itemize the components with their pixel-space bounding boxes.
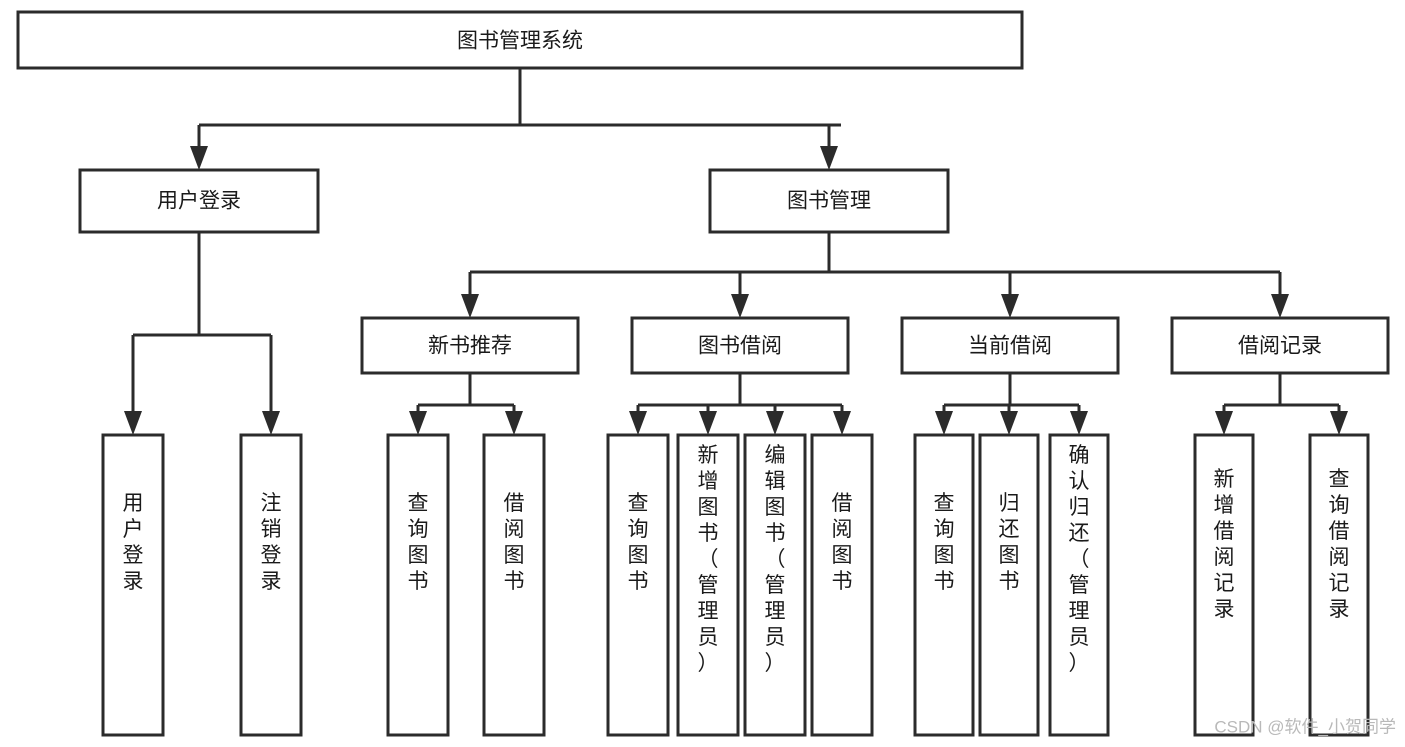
arrow-head-leaf-add-book-admin: [699, 411, 717, 435]
node-leaf-query-borrow-record-label: 查询借阅记录: [1329, 468, 1350, 621]
arrow-head-leaf-add-borrow-record: [1215, 411, 1233, 435]
leaf-nodes-layer: 用户登录 注销登录 查询图书 借阅图书 查询图书 新增图书（管理员）: [101, 433, 1370, 737]
node-current-borrow[interactable]: 当前借阅: [900, 316, 1120, 375]
node-leaf-add-borrow-record[interactable]: 新增借阅记录: [1193, 433, 1255, 737]
node-root-box: [16, 10, 1024, 70]
node-leaf-query-book-1-label: 查询图书: [408, 492, 429, 593]
csdn-watermark: CSDN @软件_小贺同学: [1214, 717, 1396, 736]
node-book-management-label: 图书管理: [787, 190, 871, 213]
node-leaf-query-borrow-record-box: [1308, 433, 1370, 737]
connectors-layer: [124, 68, 1348, 435]
node-new-book-recommend-label: 新书推荐: [428, 335, 512, 358]
node-leaf-query-book-2-box: [606, 433, 670, 737]
node-leaf-borrow-book-1-label: 借阅图书: [504, 492, 525, 593]
node-leaf-add-book-admin-label: 新增图书（管理员）: [698, 444, 719, 675]
node-leaf-confirm-return-admin-box: [1048, 433, 1110, 737]
arrow-head-book-management: [820, 146, 838, 170]
node-leaf-user-login-label: 用户登录: [123, 492, 144, 593]
arrow-head-leaf-logout: [262, 411, 280, 435]
node-leaf-query-borrow-record[interactable]: 查询借阅记录: [1308, 433, 1370, 737]
node-leaf-query-book-3-box: [913, 433, 975, 737]
node-leaf-edit-book-admin-label: 编辑图书（管理员）: [765, 444, 786, 675]
arrow-head-leaf-query-book-2: [629, 411, 647, 435]
arrow-head-leaf-query-book-3: [935, 411, 953, 435]
arrow-head-user-login: [190, 146, 208, 170]
arrow-head-leaf-query-borrow-record: [1330, 411, 1348, 435]
node-leaf-query-book-3[interactable]: 查询图书: [913, 433, 975, 737]
arrow-head-new-book-recommend: [461, 294, 479, 318]
node-leaf-confirm-return-admin[interactable]: 确认归还（管理员）: [1048, 433, 1110, 737]
arrow-head-borrow-record: [1271, 294, 1289, 318]
node-leaf-return-book-label: 归还图书: [999, 492, 1020, 593]
node-leaf-edit-book-admin-box: [743, 433, 807, 737]
node-leaf-confirm-return-admin-label: 确认归还（管理员）: [1069, 444, 1090, 675]
node-leaf-borrow-book-2-label: 借阅图书: [832, 492, 853, 593]
arrow-head-leaf-edit-book-admin: [766, 411, 784, 435]
node-leaf-user-login[interactable]: 用户登录: [101, 433, 165, 737]
node-leaf-add-borrow-record-label: 新增借阅记录: [1214, 468, 1235, 621]
node-leaf-query-book-2[interactable]: 查询图书: [606, 433, 670, 737]
node-user-login[interactable]: 用户登录: [78, 168, 320, 234]
arrow-head-leaf-user-login: [124, 411, 142, 435]
arrow-head-leaf-confirm-return-admin: [1070, 411, 1088, 435]
node-current-borrow-box: [900, 316, 1120, 375]
node-user-login-box: [78, 168, 320, 234]
node-borrow-record-label: 借阅记录: [1238, 335, 1322, 358]
node-leaf-borrow-book-2-box: [810, 433, 874, 737]
node-leaf-return-book-box: [978, 433, 1040, 737]
node-leaf-user-login-box: [101, 433, 165, 737]
node-leaf-logout[interactable]: 注销登录: [239, 433, 303, 737]
node-leaf-query-book-3-label: 查询图书: [934, 492, 955, 593]
node-leaf-logout-label: 注销登录: [261, 492, 282, 593]
node-current-borrow-label: 当前借阅: [968, 335, 1052, 358]
node-root-system[interactable]: 图书管理系统: [16, 10, 1024, 70]
node-book-borrow[interactable]: 图书借阅: [630, 316, 850, 375]
arrow-head-leaf-return-book: [1000, 411, 1018, 435]
node-leaf-add-borrow-record-box: [1193, 433, 1255, 737]
node-leaf-query-book-1[interactable]: 查询图书: [386, 433, 450, 737]
node-book-management[interactable]: 图书管理: [708, 168, 950, 234]
node-new-book-recommend[interactable]: 新书推荐: [360, 316, 580, 375]
arrow-head-current-borrow: [1001, 294, 1019, 318]
node-book-borrow-box: [630, 316, 850, 375]
node-user-login-label: 用户登录: [157, 190, 241, 213]
node-borrow-record[interactable]: 借阅记录: [1170, 316, 1390, 375]
node-leaf-return-book[interactable]: 归还图书: [978, 433, 1040, 737]
arrow-head-book-borrow: [731, 294, 749, 318]
node-leaf-query-book-2-label: 查询图书: [628, 492, 649, 593]
node-borrow-record-box: [1170, 316, 1390, 375]
arrow-head-leaf-query-book-1: [409, 411, 427, 435]
node-leaf-borrow-book-2[interactable]: 借阅图书: [810, 433, 874, 737]
node-leaf-logout-box: [239, 433, 303, 737]
node-new-book-recommend-box: [360, 316, 580, 375]
node-leaf-borrow-book-1[interactable]: 借阅图书: [482, 433, 546, 737]
node-root-label: 图书管理系统: [457, 30, 583, 53]
node-leaf-borrow-book-1-box: [482, 433, 546, 737]
arrow-head-leaf-borrow-book-1: [505, 411, 523, 435]
node-leaf-query-book-1-box: [386, 433, 450, 737]
node-leaf-add-book-admin[interactable]: 新增图书（管理员）: [676, 433, 740, 737]
node-book-borrow-label: 图书借阅: [698, 335, 782, 358]
node-leaf-edit-book-admin[interactable]: 编辑图书（管理员）: [743, 433, 807, 737]
arrow-head-leaf-borrow-book-2: [833, 411, 851, 435]
node-book-management-box: [708, 168, 950, 234]
node-leaf-add-book-admin-box: [676, 433, 740, 737]
